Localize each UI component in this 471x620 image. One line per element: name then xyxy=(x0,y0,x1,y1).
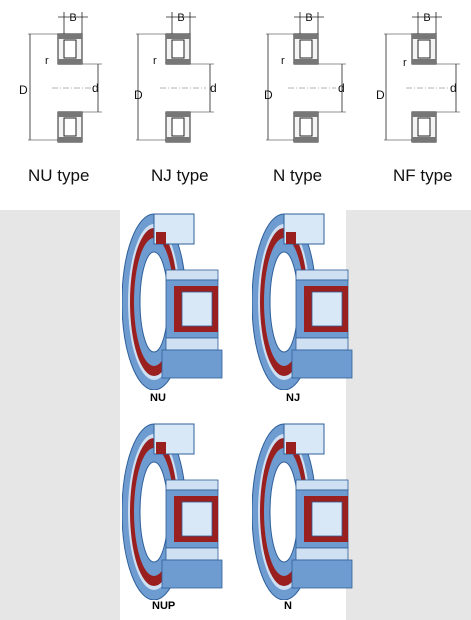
nj-schematic: B D d r xyxy=(134,12,217,143)
nu-schematic: B D d r xyxy=(19,12,102,143)
dimension-b-label: B xyxy=(69,12,76,24)
dimension-bore-label: d xyxy=(210,81,217,95)
render-label-nj: NJ xyxy=(286,392,301,404)
dimension-b-label: B xyxy=(177,12,184,24)
schematic-panel: B D d r B D d r xyxy=(0,0,471,210)
dimension-radius-label: r xyxy=(45,55,49,67)
render-label-n: N xyxy=(284,600,292,612)
nup-bearing-render xyxy=(122,423,223,600)
nf-schematic: B D d r xyxy=(376,12,460,143)
dimension-b-label: B xyxy=(423,12,430,24)
render-area: NU NJ xyxy=(120,210,353,620)
dimension-outer-diameter-label: D xyxy=(19,83,28,97)
dimension-radius-label: r xyxy=(403,57,407,69)
nu-bearing-render xyxy=(122,213,223,390)
dimension-radius-label: r xyxy=(281,55,285,67)
render-panel: NU NJ xyxy=(0,210,471,620)
dimension-outer-diameter-label: D xyxy=(134,88,143,102)
dimension-outer-diameter-label: D xyxy=(264,88,273,102)
type-label-nu: NU type xyxy=(28,166,90,185)
dimension-outer-diameter-label: D xyxy=(376,88,385,102)
type-label-nj: NJ type xyxy=(151,166,209,185)
render-label-nu: NU xyxy=(150,392,166,404)
n-schematic: B D d r xyxy=(264,12,346,143)
type-label-n: N type xyxy=(273,166,323,185)
type-label-nf: NF type xyxy=(393,166,453,185)
render-label-nup: NUP xyxy=(152,600,176,612)
dimension-bore-label: d xyxy=(338,81,345,95)
dimension-bore-label: d xyxy=(92,81,99,95)
dimension-bore-label: d xyxy=(450,81,457,95)
dimension-radius-label: r xyxy=(153,55,157,67)
nj-bearing-render xyxy=(252,213,353,390)
n-bearing-render xyxy=(252,423,353,600)
dimension-b-label: B xyxy=(305,12,312,24)
